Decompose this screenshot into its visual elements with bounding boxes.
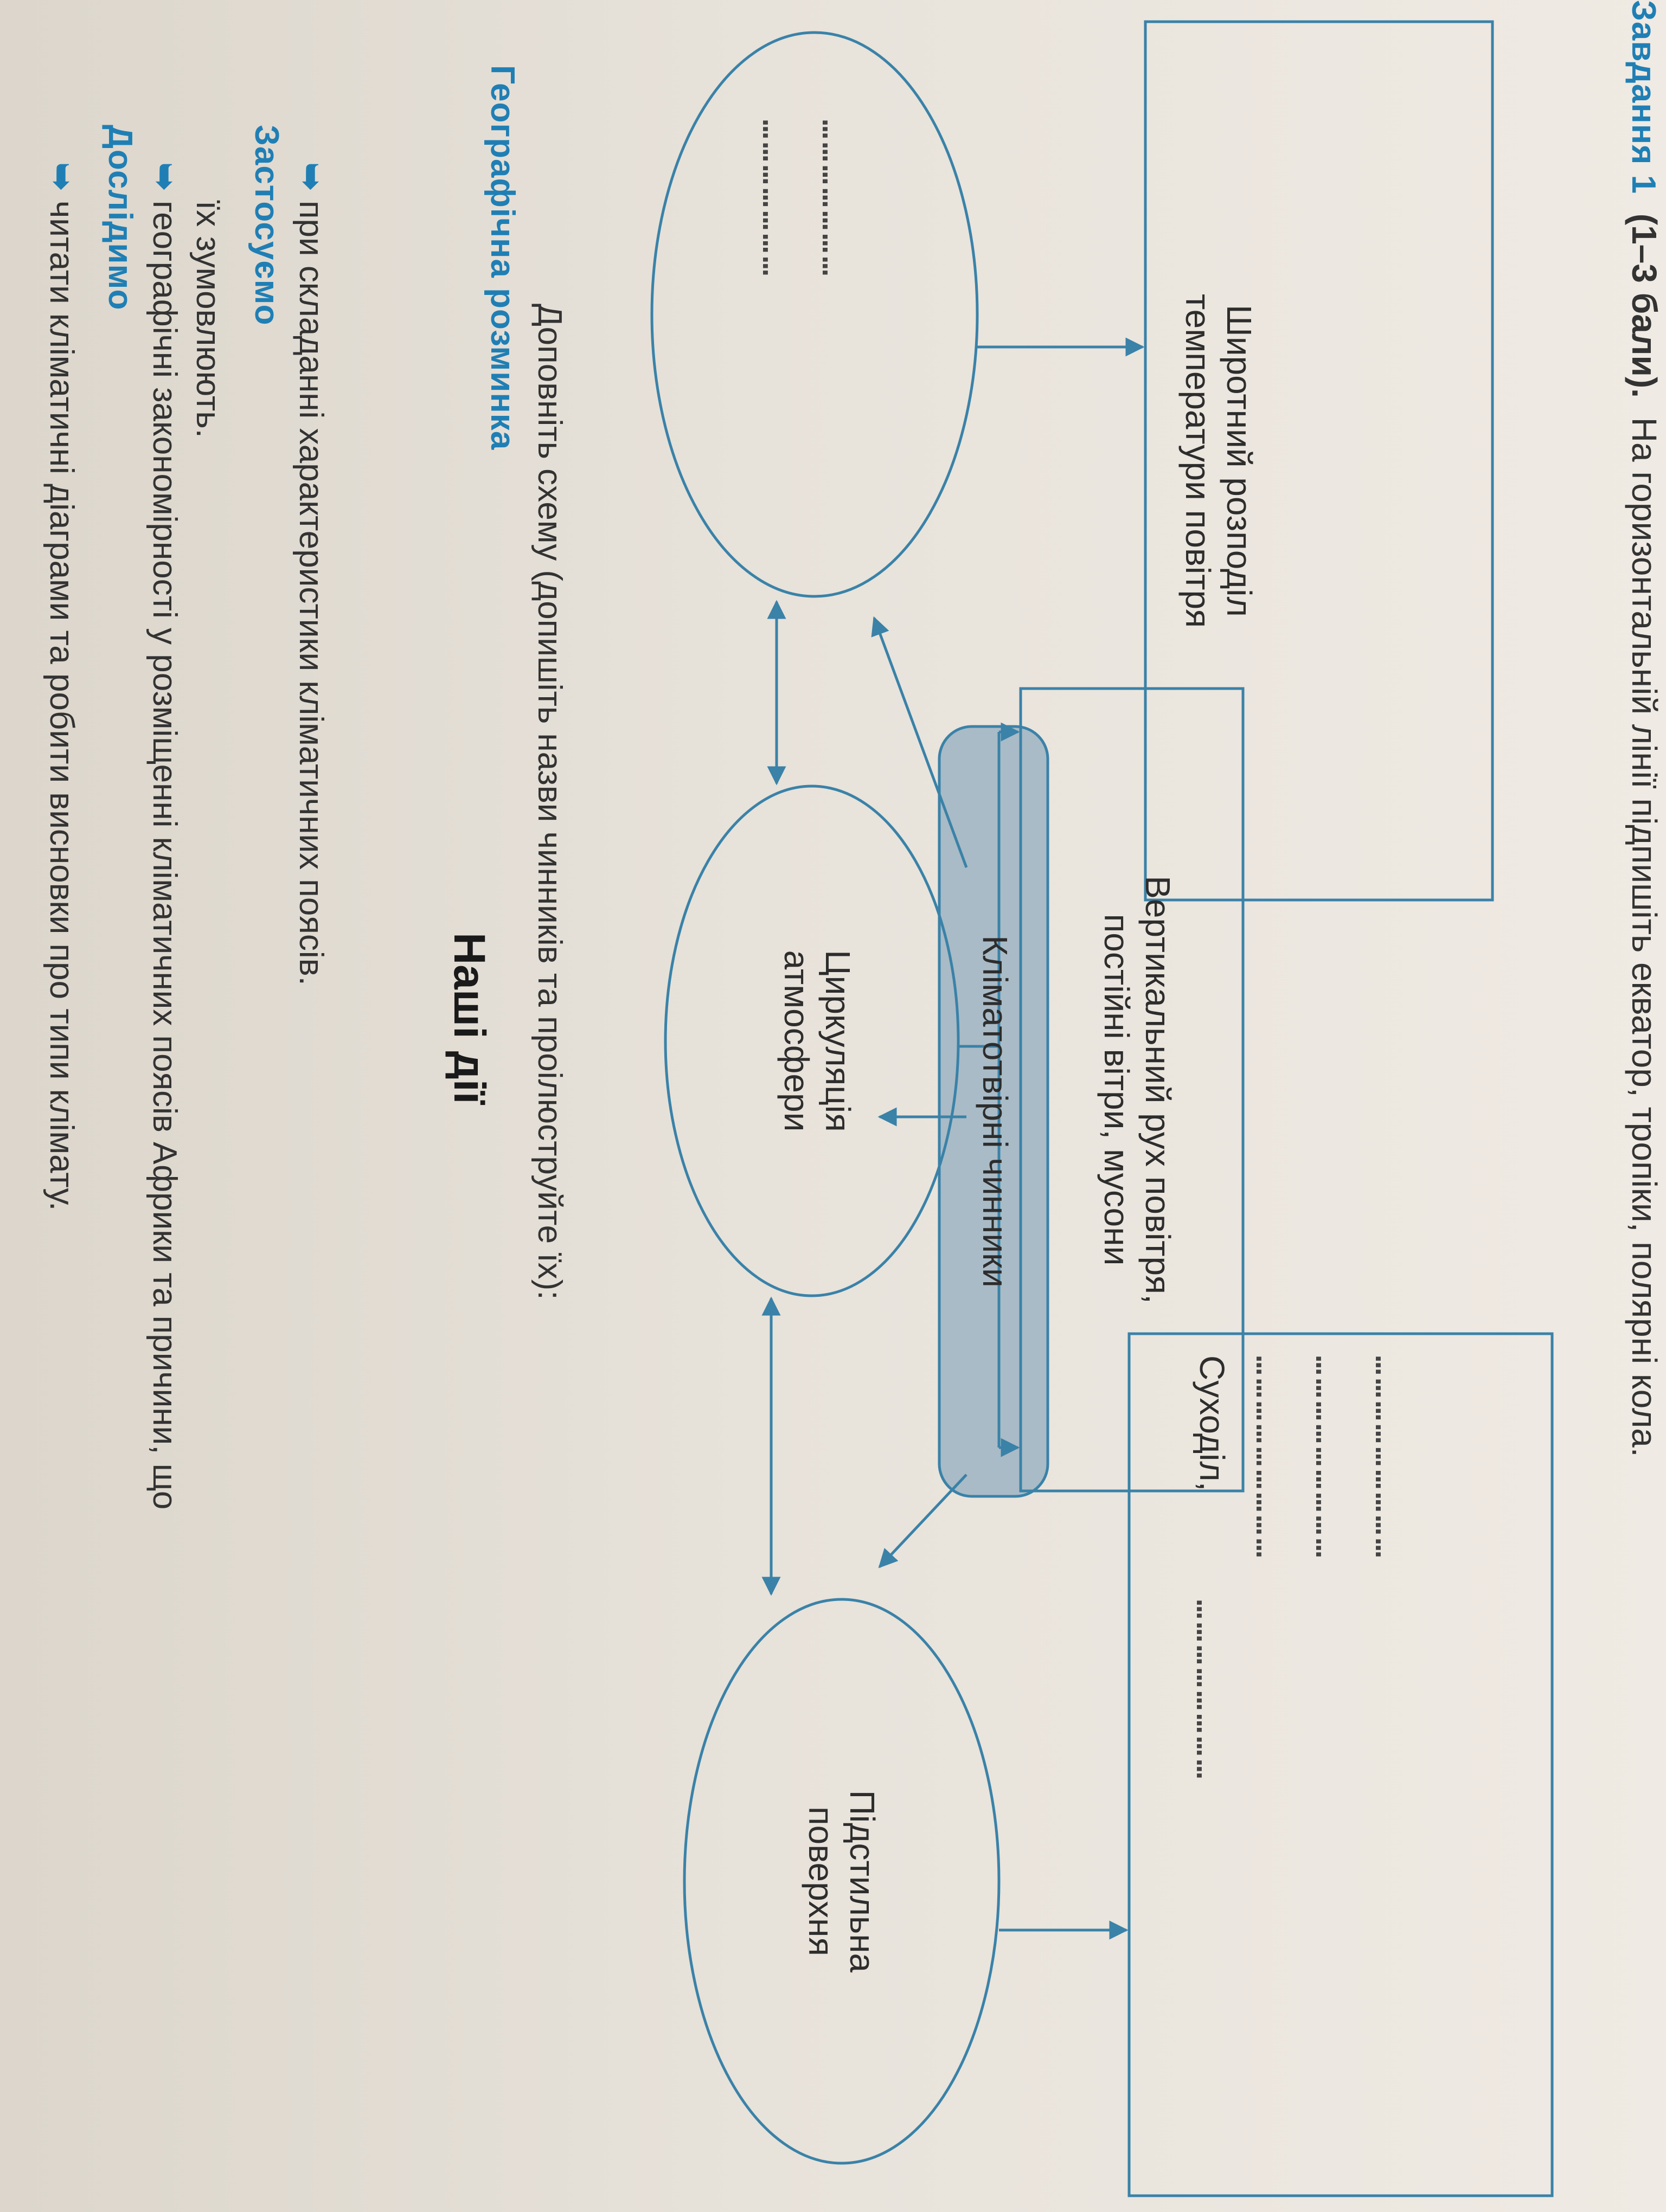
- left-ellipse-dots-2: …………………: [815, 119, 853, 279]
- right-box-title: Суходіл,: [1193, 1355, 1232, 1491]
- right-ellipse-label: Підстильна поверхня: [802, 1790, 882, 1973]
- right-box-dots-1: ……………………: [1189, 1599, 1227, 1782]
- left-ellipse-dots-1: …………………: [755, 119, 793, 279]
- right-box-dots-4: ………………………: [1368, 1355, 1406, 1561]
- left-ellipse: [650, 31, 979, 598]
- arrow-root-left: [871, 616, 968, 868]
- bottom-task-line: Завдання 1 (1–3 бали). На горизонтальній…: [1623, 0, 1666, 1457]
- root-label: Кліматотвірні чинники: [976, 935, 1015, 1288]
- left-box: [1144, 20, 1494, 902]
- right-box: [1127, 1332, 1554, 2197]
- left-box-label: Широтний розподіл температури повітря: [1178, 294, 1259, 628]
- task-text: На горизонтальній лінії підпишіть еквато…: [1625, 417, 1664, 1457]
- right-box-dots-3: ………………………: [1308, 1355, 1346, 1561]
- center-ellipse-label: Циркуляція атмосфери: [777, 950, 857, 1132]
- task-points: (1–3 бали).: [1625, 213, 1664, 398]
- task-number: Завдання 1: [1625, 0, 1662, 195]
- center-box: [1019, 687, 1245, 1493]
- arrow-root-right: [878, 1474, 967, 1568]
- center-ellipse: [664, 785, 960, 1297]
- right-ellipse: [683, 1598, 1001, 2165]
- right-box-dots-2: ………………………: [1248, 1355, 1286, 1561]
- center-box-label: Вертикальний рух повітря, постійні вітри…: [1097, 876, 1177, 1304]
